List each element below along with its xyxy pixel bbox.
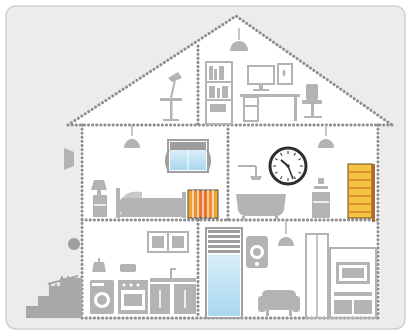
- pot-icon: [120, 264, 136, 272]
- wall-clock-icon: [270, 148, 306, 184]
- thermostat-icon: [246, 236, 268, 268]
- outdoor-light-icon: [68, 238, 80, 250]
- kettle-icon: [92, 262, 106, 272]
- bedroom-window-icon: [165, 140, 211, 172]
- towel-warmer-icon: [348, 164, 375, 222]
- nightstand-icon: [91, 180, 107, 217]
- washing-machine-icon: [90, 280, 114, 314]
- bedroom-radiator-icon: [188, 190, 218, 218]
- oven-icon: [118, 280, 148, 314]
- bathtub-icon: [236, 194, 286, 219]
- living-room-window-icon: [206, 228, 242, 318]
